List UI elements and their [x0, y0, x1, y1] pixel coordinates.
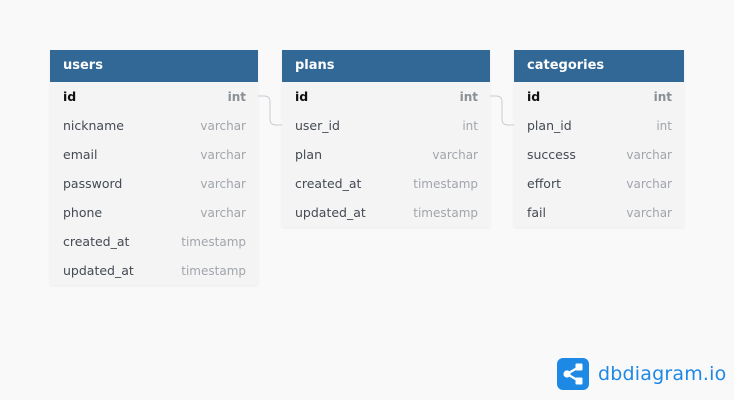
table-row[interactable]: updated_at timestamp	[282, 198, 490, 227]
table-row[interactable]: plan_id int	[514, 111, 684, 140]
table-header-users[interactable]: users	[50, 50, 258, 82]
field-type: varchar	[200, 118, 246, 133]
field-name: id	[295, 89, 309, 104]
field-name: success	[527, 147, 576, 162]
table-row[interactable]: updated_at timestamp	[50, 256, 258, 285]
share-nodes-icon	[557, 358, 589, 390]
field-type: timestamp	[413, 205, 478, 220]
field-type: int	[227, 89, 246, 104]
table-row[interactable]: effort varchar	[514, 169, 684, 198]
relation-plans-categories	[490, 95, 514, 126]
field-name: user_id	[295, 118, 340, 133]
field-type: varchar	[626, 205, 672, 220]
table-header-categories[interactable]: categories	[514, 50, 684, 82]
field-name: phone	[63, 205, 103, 220]
table-row[interactable]: email varchar	[50, 140, 258, 169]
field-type: int	[656, 118, 672, 133]
table-row[interactable]: created_at timestamp	[282, 169, 490, 198]
field-name: nickname	[63, 118, 124, 133]
field-name: updated_at	[63, 263, 134, 278]
field-name: email	[63, 147, 98, 162]
field-name: created_at	[295, 176, 362, 191]
field-type: varchar	[200, 205, 246, 220]
field-type: varchar	[432, 147, 478, 162]
field-type: timestamp	[413, 176, 478, 191]
field-name: id	[527, 89, 541, 104]
table-row[interactable]: success varchar	[514, 140, 684, 169]
table-row[interactable]: user_id int	[282, 111, 490, 140]
field-name: created_at	[63, 234, 130, 249]
field-name: password	[63, 176, 123, 191]
table-row[interactable]: id int	[282, 82, 490, 111]
field-type: varchar	[200, 147, 246, 162]
table-row[interactable]: nickname varchar	[50, 111, 258, 140]
table-row[interactable]: id int	[514, 82, 684, 111]
field-type: timestamp	[181, 234, 246, 249]
field-type: int	[462, 118, 478, 133]
field-type: timestamp	[181, 263, 246, 278]
field-name: fail	[527, 205, 547, 220]
brand-watermark[interactable]: dbdiagram.io	[557, 358, 726, 390]
field-name: id	[63, 89, 77, 104]
table-row[interactable]: id int	[50, 82, 258, 111]
field-type: varchar	[626, 176, 672, 191]
field-name: plan_id	[527, 118, 572, 133]
table-row[interactable]: phone varchar	[50, 198, 258, 227]
field-type: varchar	[626, 147, 672, 162]
table-plans[interactable]: plans id int user_id int plan varchar cr…	[282, 50, 490, 227]
field-type: int	[653, 89, 672, 104]
field-name: plan	[295, 147, 322, 162]
table-row[interactable]: password varchar	[50, 169, 258, 198]
table-row[interactable]: plan varchar	[282, 140, 490, 169]
table-users[interactable]: users id int nickname varchar email varc…	[50, 50, 258, 285]
field-type: varchar	[200, 176, 246, 191]
relation-users-plans	[258, 95, 282, 126]
table-categories[interactable]: categories id int plan_id int success va…	[514, 50, 684, 227]
table-row[interactable]: fail varchar	[514, 198, 684, 227]
field-name: effort	[527, 176, 561, 191]
field-name: updated_at	[295, 205, 366, 220]
brand-name: dbdiagram.io	[598, 363, 727, 385]
field-type: int	[459, 89, 478, 104]
table-header-plans[interactable]: plans	[282, 50, 490, 82]
table-row[interactable]: created_at timestamp	[50, 227, 258, 256]
